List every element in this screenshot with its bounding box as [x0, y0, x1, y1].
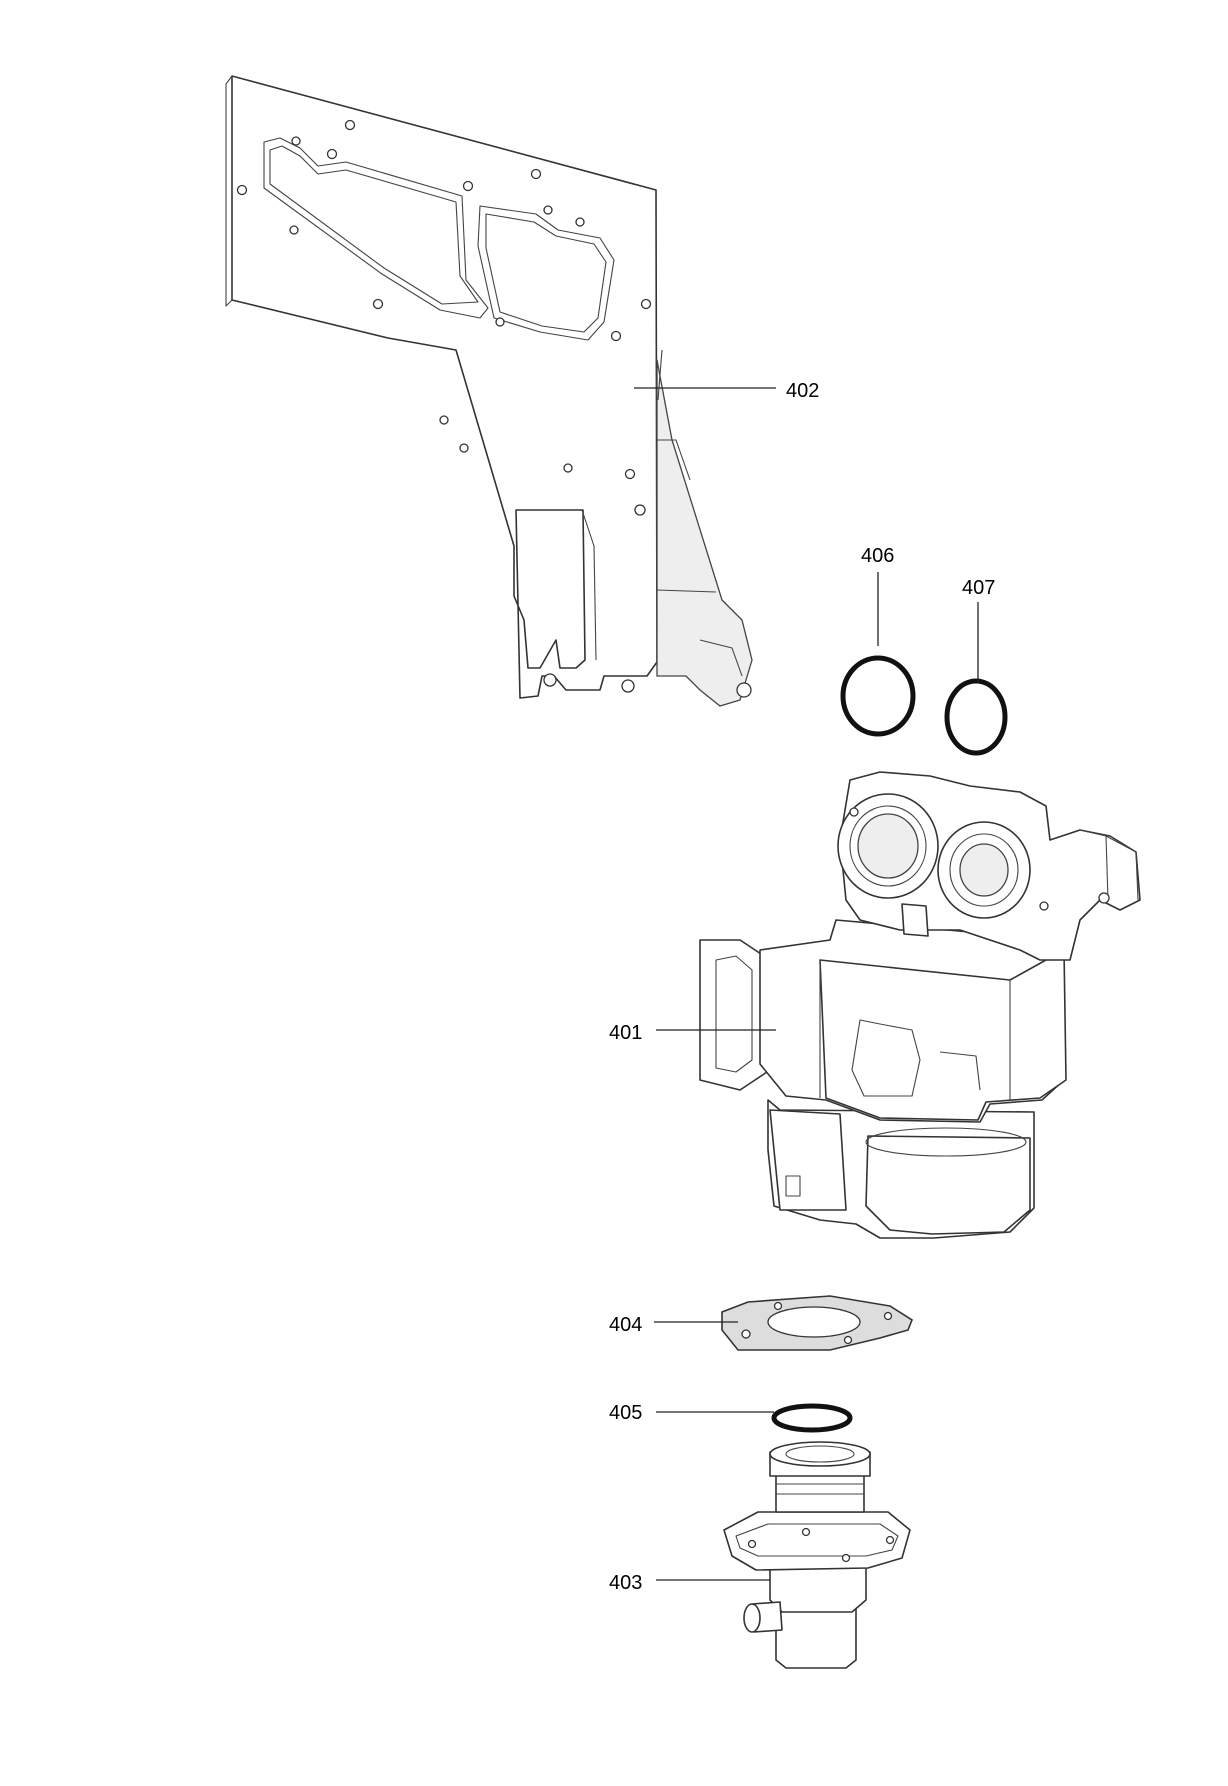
callout-label-404: 404 [609, 1314, 643, 1336]
part-401-hydraulic-block [699, 771, 1141, 1239]
callout-label-405: 405 [609, 1402, 643, 1424]
callout-label-406: 406 [861, 545, 895, 567]
part-404-flange-gasket [721, 1295, 913, 1351]
part-405-o-ring [771, 1403, 853, 1433]
part-406-o-ring [840, 655, 916, 737]
callout-label-402: 402 [786, 380, 820, 402]
part-403-connection-fitting [723, 1441, 911, 1669]
callout-leader-lines [634, 387, 979, 1581]
callout-label-401: 401 [609, 1022, 643, 1044]
callout-label-403: 403 [609, 1572, 643, 1594]
callout-label-407: 407 [962, 577, 996, 599]
part-407-o-ring [944, 678, 1008, 756]
part-402-mounting-plate [225, 75, 753, 707]
